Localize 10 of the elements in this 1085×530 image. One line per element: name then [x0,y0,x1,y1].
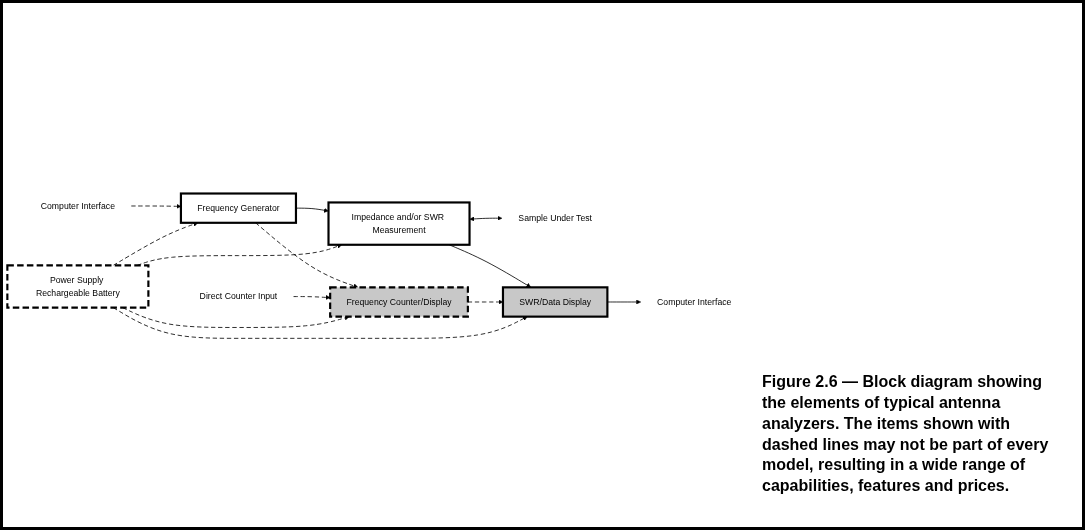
figure-caption: Figure 2.6 — Block diagram showing the elements of typical antenna analyzers. The items shown with dashed lines may not be part of every model, resulting in a wide range of capabilities, features and prices. [762,372,1050,497]
node-text: Computer Interface [40,201,116,211]
node-box: Frequency Generator [179,192,298,225]
node-box: Frequency Counter/Display [329,286,469,318]
node-text: Computer Interface [657,297,732,307]
node-text: Sample Under Test [518,213,592,223]
node-box: Power Supply Rechargeable Battery [6,264,150,309]
node-box: Impedance and/or SWR Measurement [327,201,471,246]
node-text: Direct Counter Input [199,291,278,302]
node-box: SWR/Data Display [501,286,609,318]
